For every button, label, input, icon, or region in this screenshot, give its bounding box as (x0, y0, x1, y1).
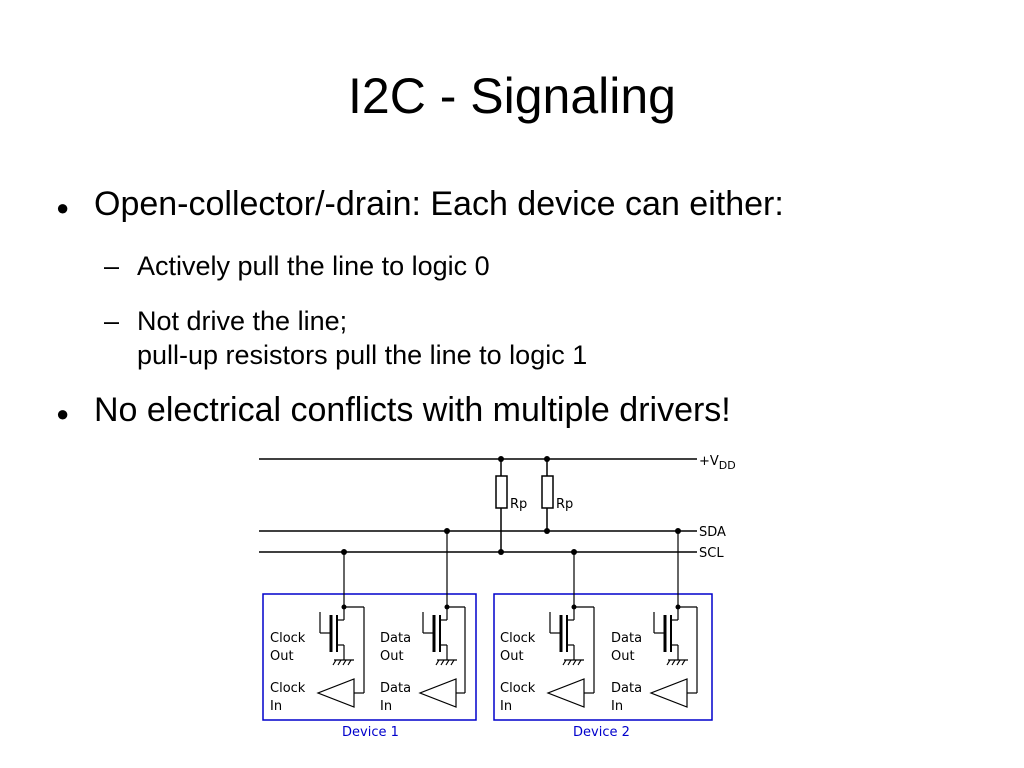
subbullet-text-line2: pull-up resistors pull the line to logic… (137, 340, 588, 370)
bullet-dot-icon: ● (56, 195, 70, 220)
clock-out-label: Out (270, 649, 294, 664)
clock-in-label: In (500, 699, 512, 714)
data-out-label: Data (611, 631, 642, 646)
scl-label: SCL (699, 546, 724, 561)
data-in-label: Data (380, 681, 411, 696)
sda-label: SDA (699, 525, 726, 540)
data-in-label: In (611, 699, 623, 714)
vdd-label: +VDD (699, 454, 736, 472)
bullet-text: Open-collector/-drain: Each device can e… (94, 185, 784, 223)
data-out-label: Out (380, 649, 404, 664)
subbullet-text-line1: Not drive the line; (137, 306, 348, 336)
data-out-label: Out (611, 649, 635, 664)
dash-icon: – (104, 306, 120, 336)
device-2-box (493, 593, 713, 721)
bullet-dot-icon: ● (56, 401, 70, 426)
dash-icon: – (104, 251, 120, 281)
pullup-resistors (495, 459, 554, 552)
clock-out-label: Clock (500, 631, 536, 646)
device-1-box (262, 593, 477, 721)
data-out-label: Data (380, 631, 411, 646)
clock-in-label: Clock (270, 681, 306, 696)
resistor-label: Rp (510, 497, 527, 512)
clock-in-label: Clock (500, 681, 536, 696)
clock-out-label: Out (500, 649, 524, 664)
device-2-label: Device 2 (573, 725, 630, 740)
device-1-wiring (316, 531, 466, 708)
bullet-text: No electrical conflicts with multiple dr… (94, 391, 731, 429)
data-in-label: In (380, 699, 392, 714)
resistor-sda (541, 475, 554, 509)
resistor-scl (495, 475, 508, 509)
slide-title: I2C - Signaling (348, 68, 676, 124)
resistor-label: Rp (556, 497, 573, 512)
clock-in-label: In (270, 699, 282, 714)
device-1-label: Device 1 (342, 725, 399, 740)
device-2-wiring (546, 531, 698, 708)
data-in-label: Data (611, 681, 642, 696)
subbullet-text: Actively pull the line to logic 0 (137, 251, 490, 281)
clock-out-label: Clock (270, 631, 306, 646)
bus-lines (259, 458, 697, 553)
